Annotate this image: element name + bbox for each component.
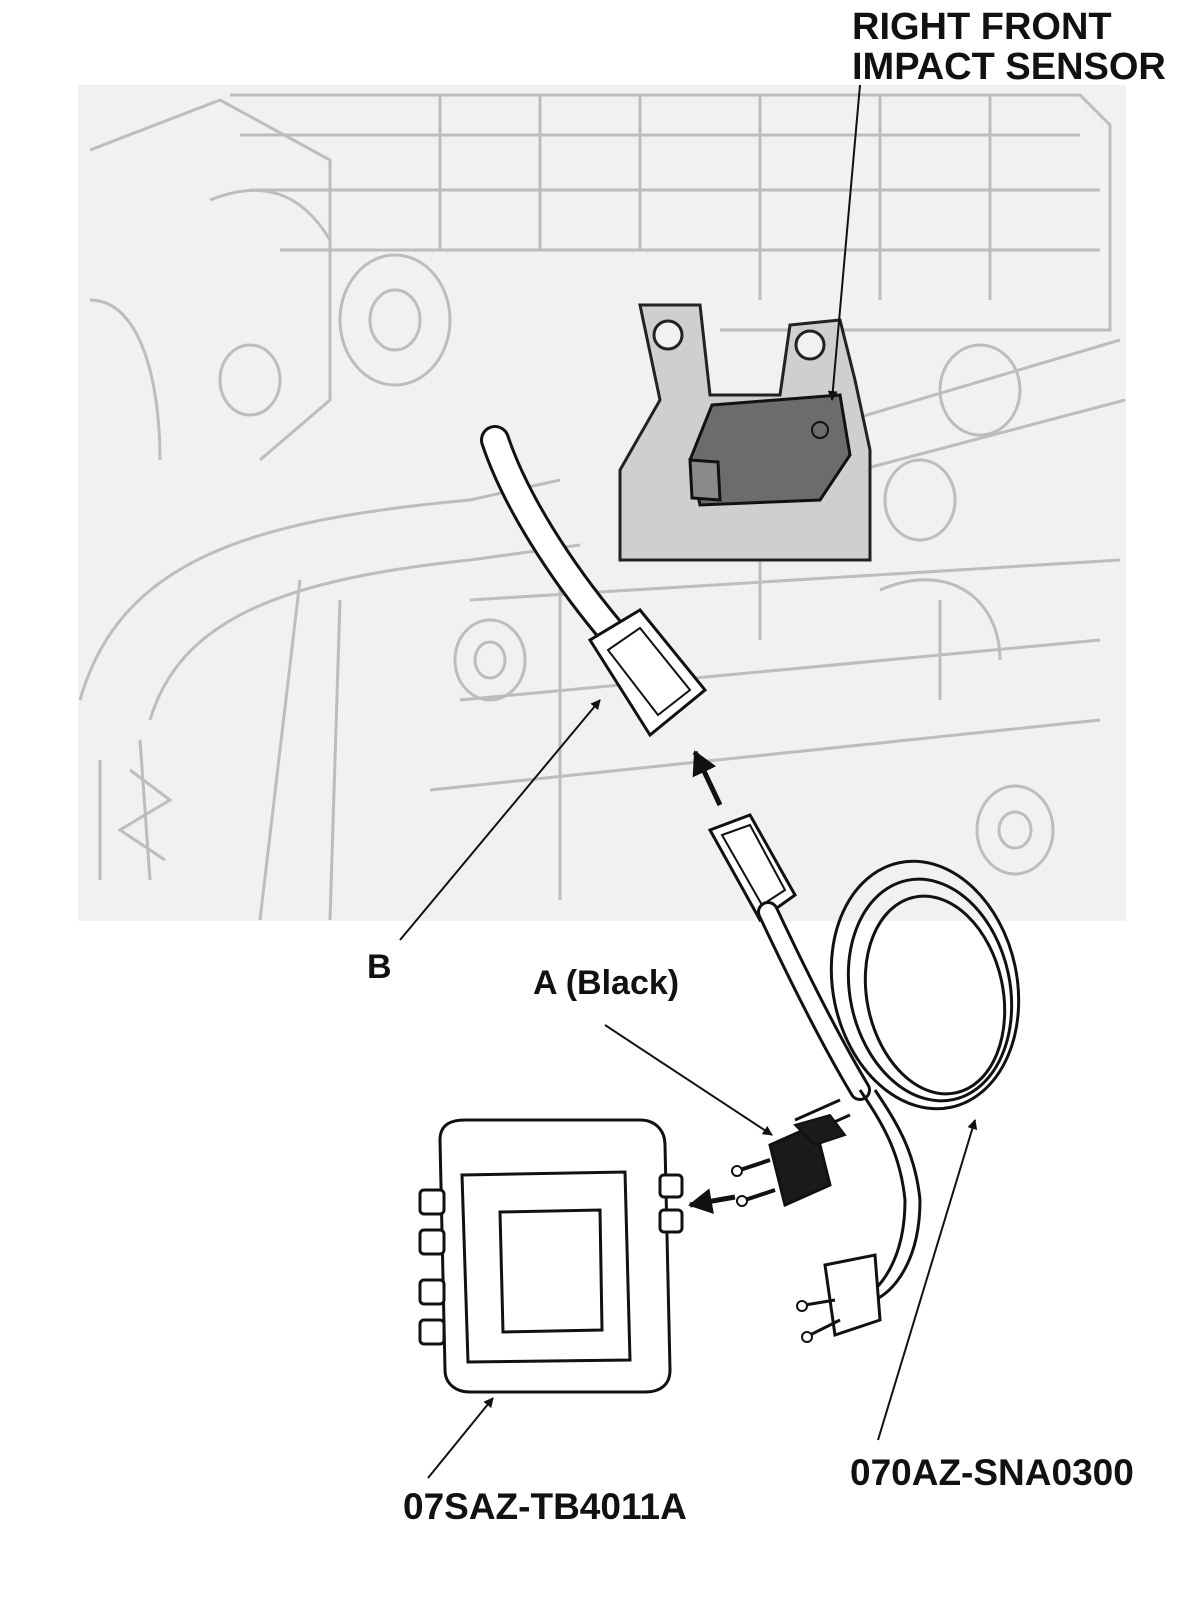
label-right-front: RIGHT FRONT: [852, 6, 1112, 48]
label-connector-b: B: [367, 948, 392, 986]
power-plug: [796, 1253, 882, 1343]
harness-connector-b: [480, 425, 708, 738]
arrow-connect-b: [692, 750, 723, 807]
leader-sensor: [827, 84, 861, 401]
leader-a: [604, 1024, 773, 1136]
leader-tester: [427, 1397, 494, 1479]
arrow-connect-a: [688, 1188, 736, 1214]
label-impact-sensor: IMPACT SENSOR: [852, 46, 1166, 88]
label-tester-part-number: 07SAZ-TB4011A: [403, 1486, 687, 1527]
vehicle-structure-background: [78, 85, 1126, 921]
connector-a-black: [731, 1113, 847, 1208]
direction-arrows: [688, 750, 736, 1214]
tester-harness-plug: [707, 813, 871, 1101]
leader-lines: [399, 84, 978, 1479]
label-connector-a: A (Black): [533, 964, 680, 1002]
tester-box: [418, 1118, 684, 1394]
leader-b: [399, 699, 601, 941]
leader-harness: [877, 1119, 978, 1441]
label-harness-part-number: 070AZ-SNA0300: [850, 1452, 1134, 1493]
impact-sensor: [618, 303, 872, 562]
